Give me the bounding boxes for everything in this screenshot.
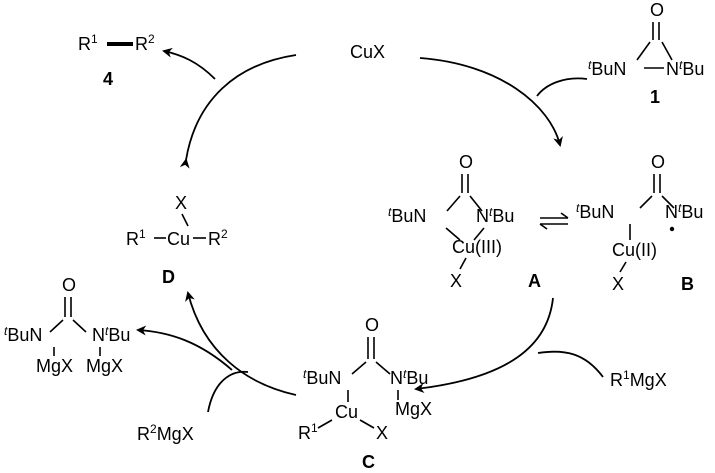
- radical-dot: [669, 226, 675, 232]
- svg-text:tBuN: tBuN: [588, 58, 626, 79]
- svg-text:O: O: [651, 152, 665, 172]
- svg-text:R1: R1: [298, 421, 318, 443]
- arrow-to-c: [414, 297, 554, 394]
- svg-text:R1: R1: [126, 227, 146, 249]
- label-d: D: [162, 267, 175, 287]
- svg-text:O: O: [459, 152, 473, 172]
- arrow-r1mgx-in: [537, 350, 604, 378]
- diaziridinone-1: O tBuN NtBu 1: [588, 0, 704, 107]
- svg-text:Cu: Cu: [167, 229, 190, 249]
- svg-text:O: O: [62, 275, 76, 295]
- svg-text:X: X: [450, 271, 462, 291]
- arrow-oxidative-addition: [419, 57, 563, 147]
- svg-text:MgX: MgX: [395, 399, 432, 419]
- svg-text:NtBu: NtBu: [92, 324, 130, 345]
- urea-magnesium-byproduct: O tBuN NtBu MgX MgX: [4, 275, 130, 376]
- svg-text:Cu(III): Cu(III): [452, 237, 502, 257]
- svg-text:MgX: MgX: [36, 356, 73, 376]
- svg-text:MgX: MgX: [86, 356, 123, 376]
- svg-text:X: X: [175, 193, 187, 213]
- svg-text:O: O: [650, 0, 664, 20]
- svg-text:X: X: [376, 423, 388, 443]
- arrow-r2mgx-in: [207, 370, 249, 413]
- reagent-r1mgx: R1MgX: [610, 368, 667, 390]
- species-a: O tBuN NtBu Cu(III) X A: [388, 152, 541, 291]
- label-b: B: [681, 274, 694, 294]
- svg-text:X: X: [612, 274, 624, 294]
- svg-text:tBuN: tBuN: [388, 205, 426, 226]
- svg-text:tBuN: tBuN: [303, 367, 341, 388]
- svg-text:R2: R2: [135, 32, 155, 54]
- equilibrium-arrows: [539, 212, 569, 230]
- label-1: 1: [650, 87, 660, 107]
- svg-text:Cu(II): Cu(II): [612, 240, 657, 260]
- arrow-to-d: [185, 291, 297, 396]
- svg-text:NtBu: NtBu: [476, 205, 514, 226]
- arrow-diaziridinone-in: [536, 77, 588, 97]
- svg-text:O: O: [365, 315, 379, 335]
- svg-text:NtBu: NtBu: [666, 58, 704, 79]
- label-4: 4: [103, 69, 113, 89]
- species-b: O tBuN NtBu Cu(II) X B: [576, 152, 703, 294]
- svg-text:R1: R1: [78, 32, 98, 54]
- svg-text:NtBu: NtBu: [665, 201, 703, 222]
- species-d: X R1 Cu R2 D: [126, 193, 228, 287]
- reagent-r2mgx: R2MgX: [137, 422, 194, 444]
- species-c: O tBuN NtBu MgX Cu R1 X C: [298, 315, 432, 472]
- svg-text:NtBu: NtBu: [390, 367, 428, 388]
- svg-text:tBuN: tBuN: [576, 201, 614, 222]
- arrow-byproduct-out: [136, 325, 233, 371]
- arrow-product-release: [162, 47, 216, 80]
- label-a: A: [528, 271, 541, 291]
- arrow-reductive-elimination: [179, 54, 297, 169]
- svg-text:Cu: Cu: [335, 402, 358, 422]
- product-4: R1 R2 4: [78, 32, 155, 89]
- svg-text:R2: R2: [208, 227, 228, 249]
- catalyst-cux: CuX: [350, 42, 385, 62]
- svg-text:tBuN: tBuN: [4, 324, 42, 345]
- label-c: C: [362, 452, 375, 472]
